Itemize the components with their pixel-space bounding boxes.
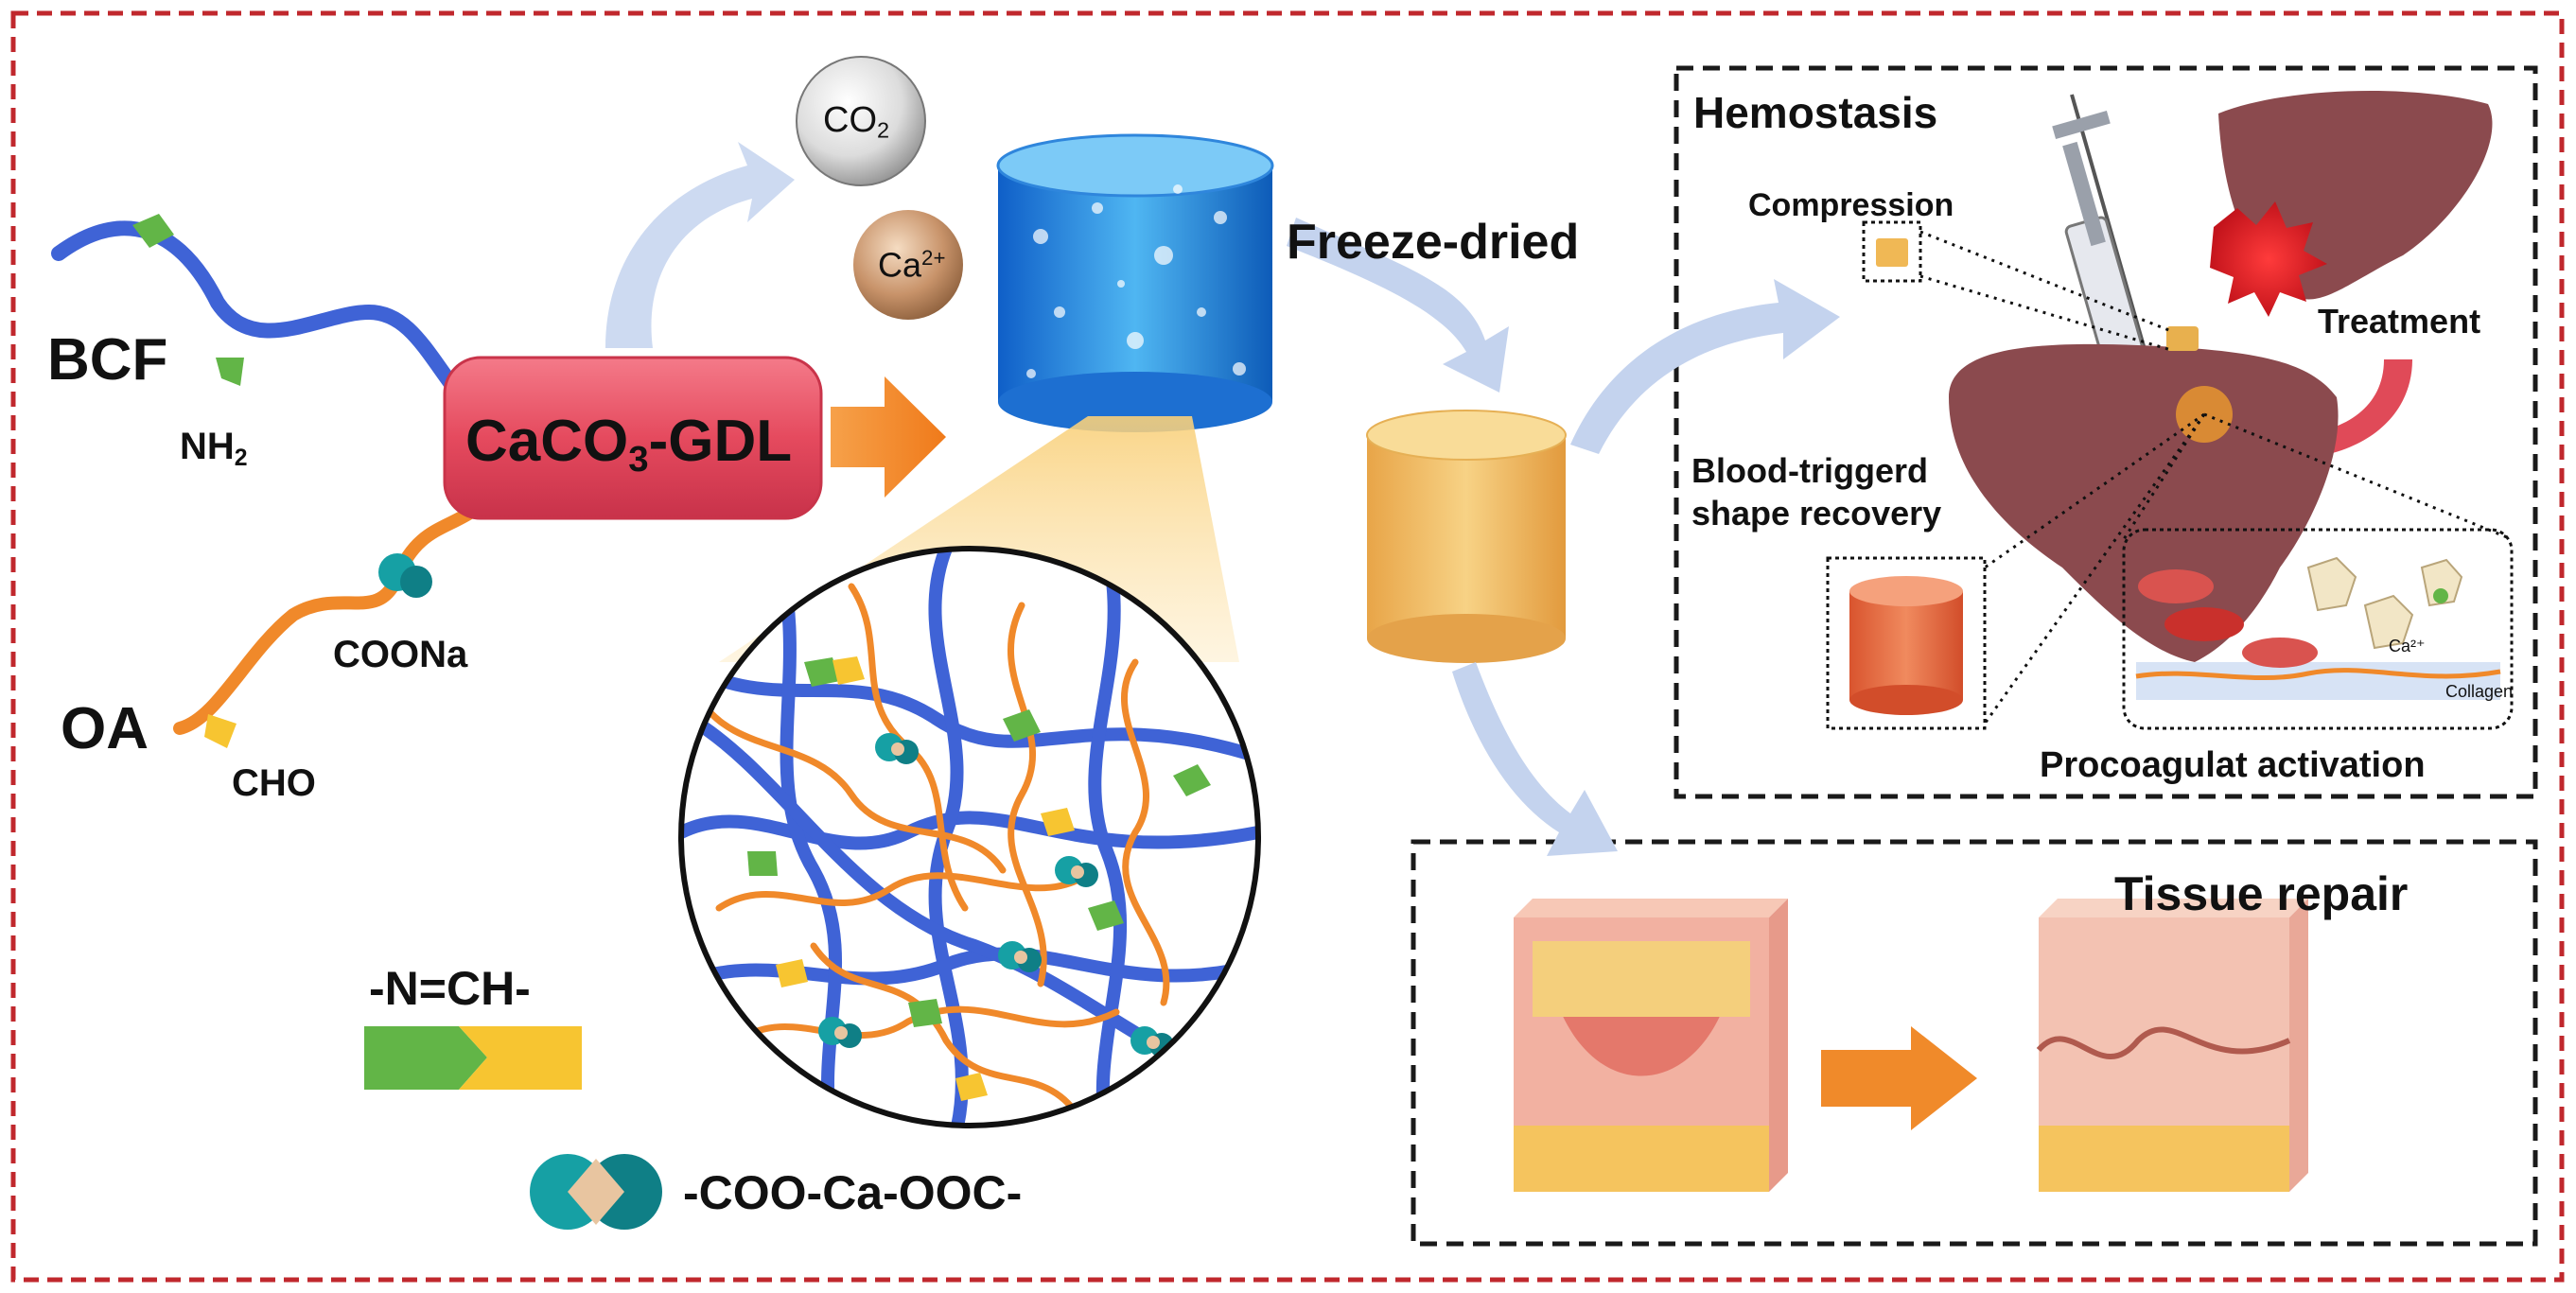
recovered-sponge [1849,576,1963,715]
oa-chain [173,504,480,748]
byproduct-arrow [605,142,795,348]
network-zoom [678,546,1261,1128]
co2-label: CO2 [823,102,889,142]
reagent-rest: -GDL [648,409,793,474]
treatment-label: Treatment [2318,302,2481,341]
tissue-repair-panel [1411,839,2538,1247]
calcium-bridge-legend-swatch [530,1154,662,1230]
calcium-bridge-legend-label: -COO-Ca-OOC- [683,1166,1023,1219]
outer-frame [10,10,2565,1283]
ca-tag-label: Ca²⁺ [2389,637,2426,655]
tissue-repair-title: Tissue repair [2114,867,2409,920]
co2-sphere [796,56,926,186]
healing-arrow [1821,1026,1977,1130]
sponge-on-wound [1533,941,1750,1017]
wound-tissue-block [1514,899,1788,1192]
procoagulant-label: Procoagulat activation [2040,745,2426,785]
oa-aldehyde-label: CHO [232,762,316,804]
oa-carboxyl-label: COONa [333,634,468,675]
reagent-to-hydrogel-arrow [831,376,946,498]
co2-main: CO [823,100,877,140]
collagen-tag-label: Collagen [2445,682,2514,701]
reagent-box [443,356,823,520]
freeze-dried-arrow [1287,218,1509,393]
ca-label: Ca2+ [878,245,946,285]
compressed-sponge [1876,238,1908,267]
syringe-tip-sponge [2166,326,2199,351]
imine-legend-swatch [364,1026,582,1090]
ca-sphere [853,210,963,320]
compression-label: Compression [1748,187,1954,223]
bcf-amine-sub: 2 [234,445,248,471]
co2-sub: 2 [877,117,890,143]
hemostasis-title: Hemostasis [1693,88,1938,137]
bleeding-splash [2210,201,2327,317]
reagent-label: CaCO3-GDL [465,412,792,478]
bcf-chain [51,214,462,395]
to-tissue-repair-arrow [1452,662,1618,856]
healed-tissue-block [2036,899,2308,1192]
bcf-amine-text: NH [180,426,235,467]
shape-recovery-line2: shape recovery [1691,494,1942,533]
ca-main: Ca [878,245,922,285]
dried-sponge [1366,410,1567,663]
bcf-green-tag-top [132,214,174,248]
reagent-sub: 3 [628,438,649,480]
hydrogel-cylinder [996,133,1274,432]
procoagulant-inset-box [2122,528,2514,730]
bcf-label: BCF [47,327,168,393]
oa-yellow-tag [204,714,237,748]
ca-sup: 2+ [921,246,946,270]
bcf-green-tag-bottom [216,358,244,386]
compression-inset-box [1862,220,1922,283]
reagent-main: CaCO [465,409,629,474]
oa-label: OA [61,696,149,761]
recovered-sponge-inset-box [1826,556,1987,730]
hemostasis-panel [1674,65,2538,799]
procoagulant-scene [2135,556,2501,700]
shape-recovery-line1: Blood-triggerd [1691,451,1928,490]
bcf-amine-label: NH2 [180,428,248,471]
liver-large [1949,343,2339,662]
imine-legend-label: -N=CH- [369,962,531,1015]
leader-lines [1919,230,2513,725]
freeze-dried-label: Freeze-dried [1287,215,1580,270]
to-hemostasis-arrow [1570,279,1840,454]
oa-teal-bead [378,553,432,598]
